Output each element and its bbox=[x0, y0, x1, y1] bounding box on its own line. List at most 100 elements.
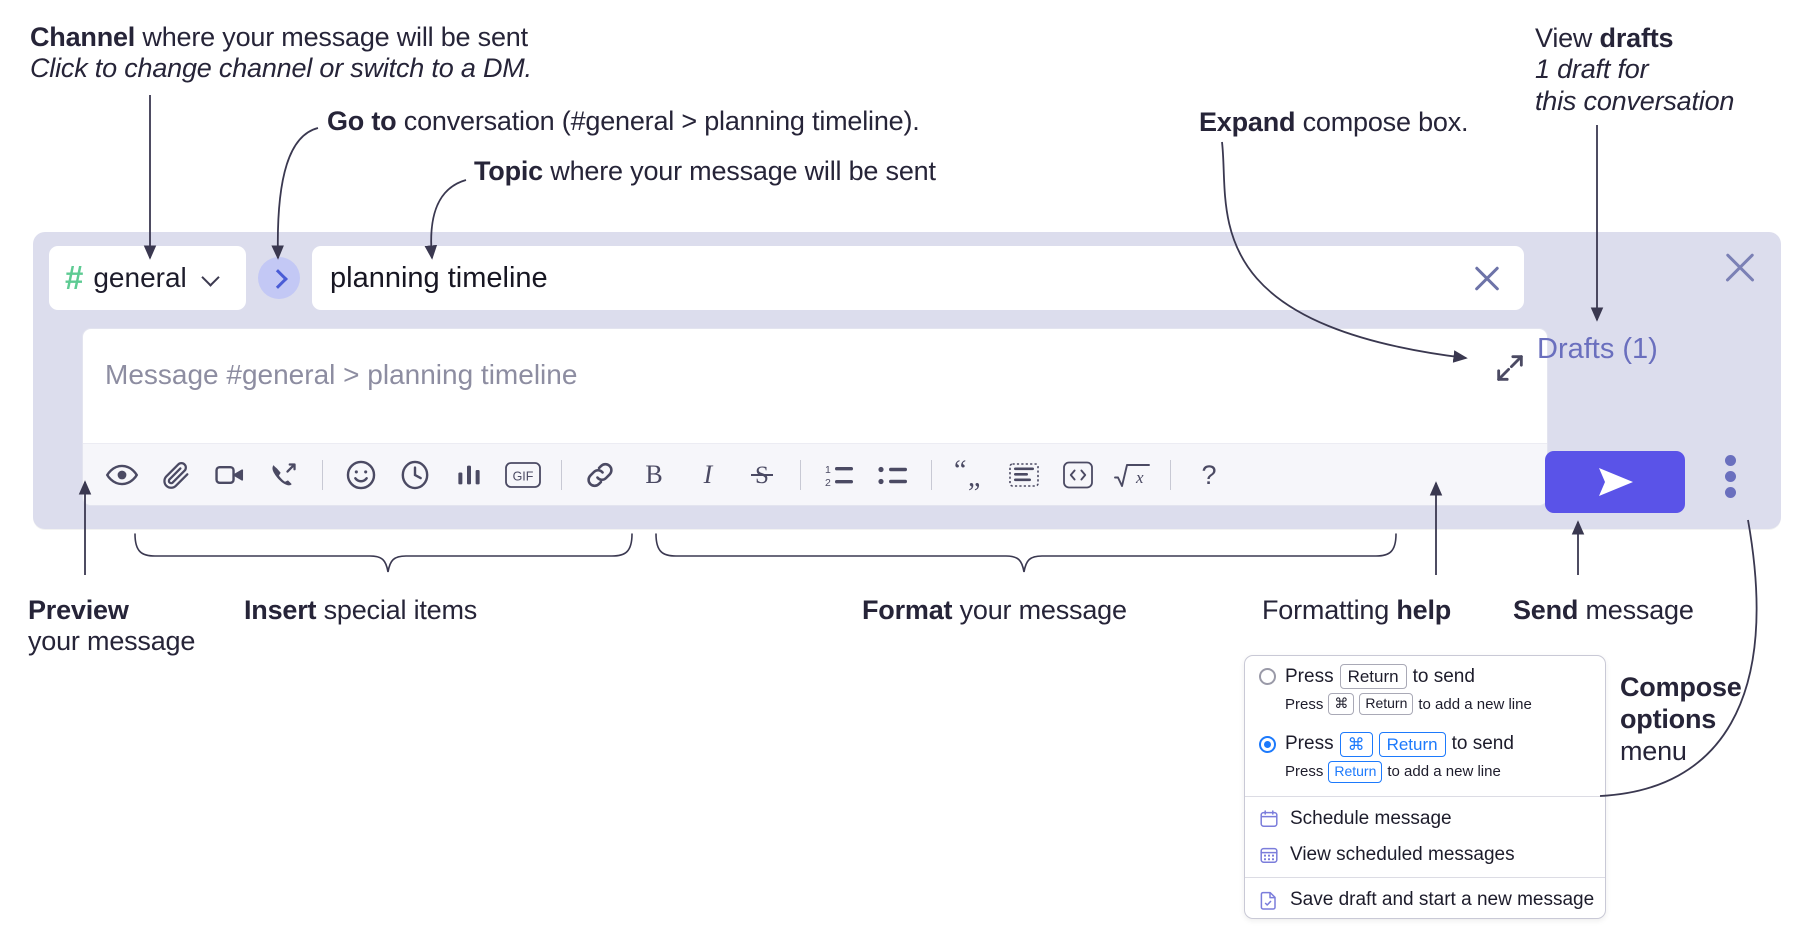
svg-text:„: „ bbox=[968, 462, 980, 491]
option-1-main: Press Return to send bbox=[1285, 664, 1475, 690]
svg-text:2: 2 bbox=[825, 477, 831, 489]
radio-selected[interactable] bbox=[1259, 735, 1276, 753]
annotation-send-rest: message bbox=[1578, 595, 1694, 625]
blockquote-icon[interactable]: “ „ bbox=[943, 451, 997, 499]
svg-text:x: x bbox=[1135, 468, 1144, 487]
video-icon[interactable] bbox=[203, 451, 257, 499]
annotation-channel-rest: where your message will be sent bbox=[135, 22, 528, 52]
annotation-goto-bold: Go to bbox=[327, 106, 397, 136]
key-return: Return bbox=[1378, 731, 1446, 757]
menu-divider bbox=[1245, 795, 1605, 797]
annotation-goto-rest: conversation (#general > planning timeli… bbox=[396, 106, 920, 136]
topic-value: planning timeline bbox=[330, 261, 548, 294]
annotation-compose-options-bold1: Compose bbox=[1620, 672, 1742, 702]
menu-item-view-scheduled-messages[interactable]: View scheduled messages bbox=[1245, 837, 1605, 873]
bulleted-list-icon[interactable] bbox=[866, 451, 920, 499]
annotation-channel-bold: Channel bbox=[30, 22, 136, 52]
emoji-icon[interactable] bbox=[334, 451, 388, 499]
annotation-drafts-line3: this conversation bbox=[1535, 85, 1735, 116]
svg-text:B: B bbox=[645, 460, 662, 489]
code-icon[interactable] bbox=[1051, 451, 1105, 499]
option-1-sub-suffix: to add a new line bbox=[1418, 695, 1532, 713]
message-input-box[interactable]: Message #general > planning timeline bbox=[82, 328, 1548, 506]
annotation-goto: Go to conversation (#general > planning … bbox=[327, 106, 920, 137]
italic-icon[interactable]: I bbox=[681, 451, 735, 499]
compose-options-menu-button[interactable] bbox=[1725, 455, 1737, 499]
topic-input[interactable]: planning timeline bbox=[312, 246, 1524, 310]
expand-icon[interactable] bbox=[1493, 351, 1527, 385]
annotation-drafts-plain: View bbox=[1535, 23, 1600, 53]
annotation-topic-bold: Topic bbox=[474, 156, 543, 186]
menu-item-save-draft[interactable]: Save draft and start a new message bbox=[1245, 882, 1605, 918]
key-command: ⌘ bbox=[1339, 731, 1373, 757]
channel-picker[interactable]: # general bbox=[49, 246, 246, 310]
message-placeholder: Message #general > planning timeline bbox=[105, 359, 578, 390]
menu-item-label: Schedule message bbox=[1290, 807, 1452, 829]
chevron-right-icon bbox=[271, 272, 284, 285]
option-2-sub: Press Return to add a new line bbox=[1245, 759, 1605, 792]
annotation-drafts-bold: drafts bbox=[1599, 23, 1674, 53]
clear-topic-icon[interactable] bbox=[1472, 263, 1502, 293]
preview-icon[interactable] bbox=[95, 451, 149, 499]
annotation-format: Format your message bbox=[862, 595, 1127, 626]
toolbar-separator bbox=[1170, 459, 1171, 490]
help-icon[interactable]: ? bbox=[1182, 451, 1236, 499]
gif-icon[interactable]: GIF bbox=[496, 451, 550, 499]
annotation-send-bold: Send bbox=[1513, 595, 1579, 625]
poll-icon[interactable] bbox=[442, 451, 496, 499]
menu-item-label: Save draft and start a new message bbox=[1290, 888, 1595, 910]
option-1-sub: Press ⌘ Return to add a new line bbox=[1245, 691, 1605, 724]
close-icon[interactable] bbox=[1723, 250, 1757, 284]
option-1-suffix: to send bbox=[1412, 665, 1475, 687]
annotation-compose-options-bold2: options bbox=[1620, 703, 1717, 734]
channel-name: general bbox=[93, 262, 187, 293]
svg-text:“: “ bbox=[954, 459, 966, 486]
toolbar-separator bbox=[561, 459, 562, 490]
kebab-dot bbox=[1725, 471, 1736, 482]
code-block-icon[interactable] bbox=[997, 451, 1051, 499]
annotation-expand: Expand compose box. bbox=[1199, 107, 1469, 138]
annotation-insert-bold: Insert bbox=[244, 595, 317, 625]
svg-text:I: I bbox=[703, 460, 714, 489]
svg-text:1: 1 bbox=[825, 464, 831, 476]
goto-conversation-button[interactable] bbox=[258, 257, 300, 299]
option-2-sub-suffix: to add a new line bbox=[1387, 763, 1501, 781]
compose-panel: # general planning timeline Message #gen… bbox=[33, 232, 1781, 529]
key-command: ⌘ bbox=[1328, 693, 1355, 715]
annotation-preview-line2: your message bbox=[28, 626, 196, 657]
radio-unselected[interactable] bbox=[1259, 668, 1276, 686]
option-cmd-return-to-send[interactable]: Press ⌘ Return to send bbox=[1245, 724, 1605, 759]
calendar-icon bbox=[1260, 809, 1278, 827]
hash-icon: # bbox=[65, 258, 84, 296]
option-return-to-send[interactable]: Press Return to send bbox=[1245, 656, 1605, 691]
annotation-compose-options-plain: menu bbox=[1620, 735, 1687, 766]
send-button[interactable] bbox=[1545, 451, 1685, 513]
bold-icon[interactable]: B bbox=[627, 451, 681, 499]
key-return: Return bbox=[1339, 664, 1407, 690]
kebab-dot bbox=[1725, 487, 1736, 498]
drafts-link[interactable]: Drafts (1) bbox=[1537, 333, 1658, 365]
annotation-send: Send message bbox=[1513, 595, 1694, 626]
clock-icon[interactable] bbox=[388, 451, 442, 499]
ordered-list-icon[interactable]: 1 2 bbox=[812, 451, 866, 499]
annotation-channel-italic: Click to change channel or switch to a D… bbox=[30, 53, 532, 84]
option-2-suffix: to send bbox=[1451, 733, 1514, 755]
calendar-grid-icon bbox=[1260, 847, 1278, 863]
menu-item-schedule-message[interactable]: Schedule message bbox=[1245, 801, 1605, 837]
toolbar-separator bbox=[800, 459, 801, 490]
key-return: Return bbox=[1328, 761, 1383, 783]
link-icon[interactable] bbox=[573, 451, 627, 499]
formatting-toolbar: GIF B I S bbox=[83, 443, 1547, 505]
strikethrough-icon[interactable]: S bbox=[735, 451, 789, 499]
option-1-prefix: Press bbox=[1285, 665, 1334, 687]
option-2-sub-prefix: Press bbox=[1285, 763, 1324, 781]
annotation-format-bold: Format bbox=[862, 595, 953, 625]
audio-clip-icon[interactable] bbox=[257, 451, 311, 499]
toolbar-separator bbox=[322, 459, 323, 490]
annotation-channel: Channel where your message will be sent … bbox=[30, 22, 532, 85]
math-icon[interactable]: x bbox=[1105, 451, 1159, 499]
annotation-preview: Preview your message bbox=[28, 595, 195, 658]
menu-divider bbox=[1245, 876, 1605, 878]
compose-options-menu: Press Return to send Press ⌘ Return to a… bbox=[1244, 655, 1606, 919]
attachment-icon[interactable] bbox=[149, 451, 203, 499]
